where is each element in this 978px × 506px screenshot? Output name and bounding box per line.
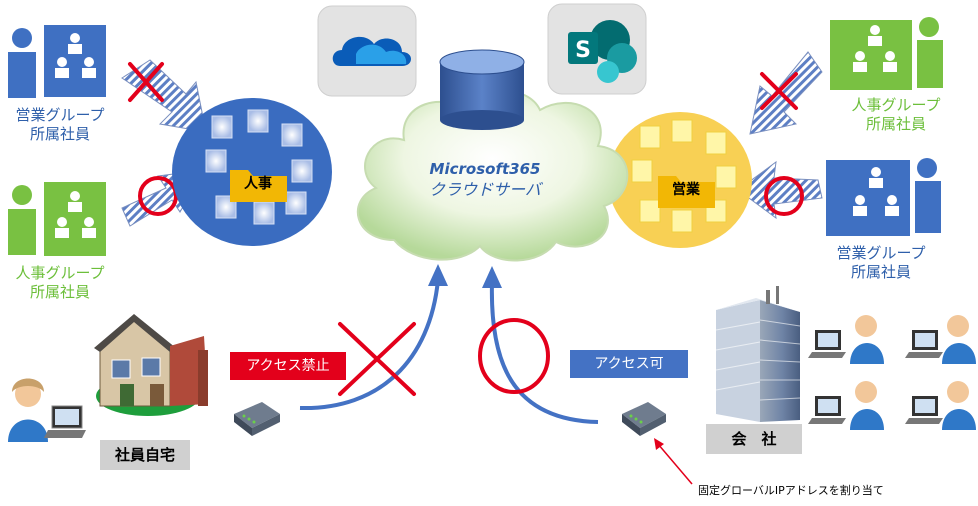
sales-group-left-label: 営業グループ 所属社員 (8, 106, 112, 144)
sales-group-right-icon (826, 158, 941, 236)
access-denied-badge: アクセス禁止 (230, 352, 346, 380)
onedrive-icon (317, 5, 417, 97)
sharepoint-icon: S (547, 3, 647, 95)
ip-note: 固定グローバルIPアドレスを割り当て (698, 484, 884, 497)
hr-group-left-label: 人事グループ 所属社員 (8, 264, 112, 302)
office-worker-icon (808, 315, 884, 364)
svg-text:S: S (575, 38, 591, 63)
home-worker-icon (8, 378, 86, 442)
access-allowed-badge: アクセス可 (570, 350, 688, 378)
group-sub: 所属社員 (850, 263, 911, 282)
deny-mark-center (338, 322, 416, 396)
arrow-hr-to-sales-denied (749, 51, 823, 135)
deny-mark-top-right (760, 72, 798, 110)
office-worker-icon (905, 381, 976, 430)
office-building-icon (715, 286, 801, 422)
office-worker-icon (808, 381, 884, 430)
sales-folder-label: 営業 (672, 182, 700, 198)
group-name: 人事グループ (851, 96, 941, 114)
note-pointer-arrow (654, 438, 693, 485)
allow-mark-left (138, 176, 178, 216)
office-router-icon (622, 402, 666, 436)
hr-storage-circle (172, 98, 332, 246)
arrow-sales-to-sales-allowed (737, 160, 823, 220)
company-label: 会 社 (706, 424, 802, 454)
group-sub: 所属社員 (865, 115, 926, 134)
office-worker-icon (905, 315, 976, 364)
deny-mark-top-left (128, 62, 164, 102)
group-sub: 所属社員 (29, 125, 90, 144)
home-router-icon (234, 402, 280, 436)
allowed-connection-arrow (482, 266, 599, 424)
hr-folder-label: 人事 (244, 176, 272, 192)
sales-group-right-label: 営業グループ 所属社員 (816, 244, 946, 282)
cloud-title: Microsoft365 (429, 160, 541, 178)
denied-connection-arrow (299, 264, 448, 411)
group-name: 営業グループ (15, 106, 105, 124)
group-sub: 所属社員 (29, 283, 90, 302)
hr-group-right-label: 人事グループ 所属社員 (838, 96, 954, 134)
hr-group-right-icon (830, 17, 943, 90)
sales-storage-circle (608, 112, 752, 248)
house-icon (94, 314, 208, 416)
sales-group-left-icon (8, 25, 106, 98)
group-name: 人事グループ (15, 264, 105, 282)
allow-mark-center (478, 318, 550, 394)
cloud-subtitle: クラウドサーバ (429, 180, 541, 199)
hr-group-left-icon (8, 182, 106, 256)
group-name: 営業グループ (836, 244, 926, 262)
database-icon (439, 49, 525, 130)
cloud-server (357, 89, 629, 262)
allow-mark-right (764, 176, 804, 216)
home-label: 社員自宅 (100, 440, 190, 470)
